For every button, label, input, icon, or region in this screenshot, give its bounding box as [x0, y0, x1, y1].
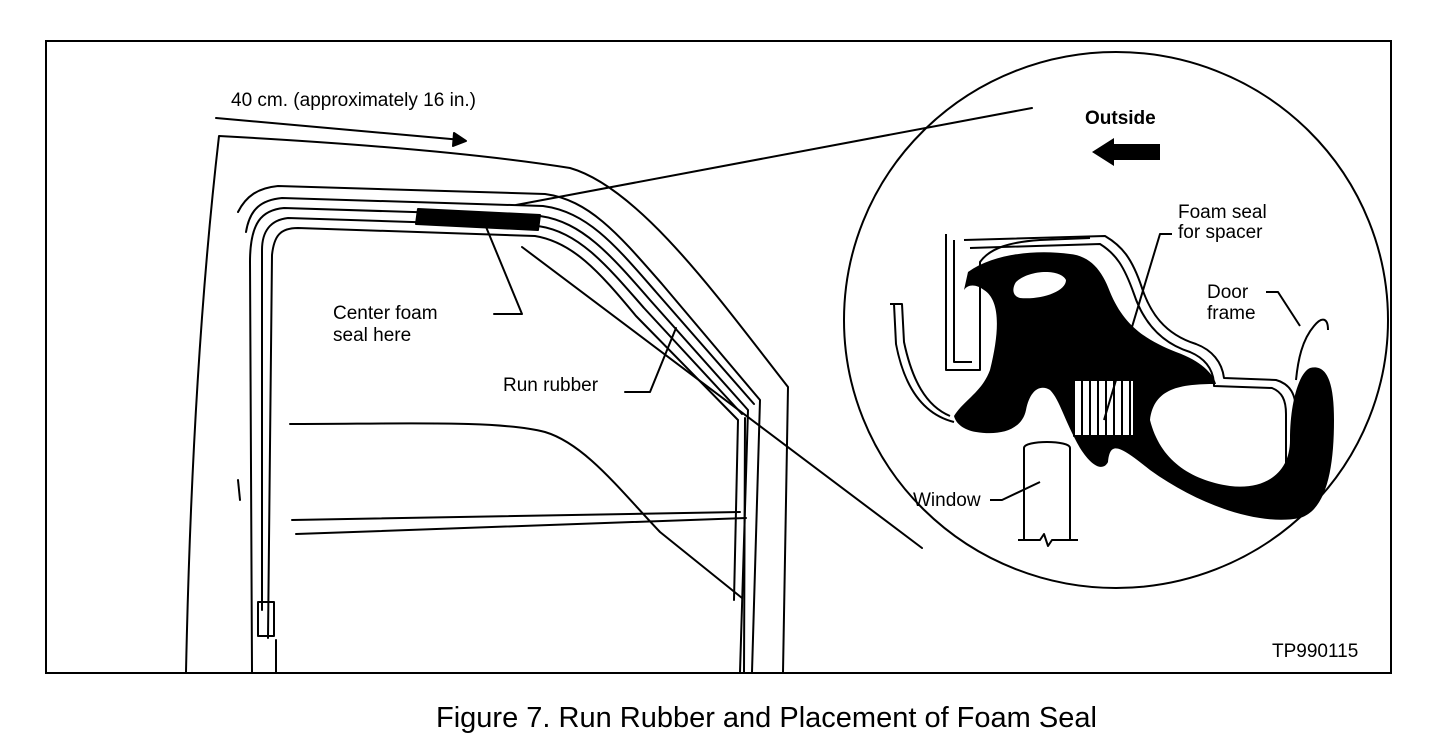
length-label: 40 cm. (approximately 16 in.) [231, 90, 476, 111]
center-foam-label-line2: seal here [333, 325, 412, 346]
window-lower-bar-2 [291, 511, 741, 521]
frame-channel [963, 235, 1297, 470]
zoom-line-top [515, 107, 1033, 206]
outside-label: Outside [1085, 108, 1156, 129]
figure-caption: Figure 7. Run Rubber and Placement of Fo… [436, 702, 1097, 734]
door-frame-leader [1266, 291, 1301, 327]
foam-spacer-label-line1: Foam seal [1178, 202, 1267, 223]
window-frame-line-3 [249, 207, 749, 673]
figure-frame [45, 40, 1392, 674]
door-frame-hook [1295, 318, 1329, 381]
cross-section [890, 138, 1334, 547]
center-foam-leader [483, 221, 523, 315]
figure-id: TP990115 [1272, 641, 1359, 662]
foam-spacer-label-line2: for spacer [1178, 222, 1263, 243]
window-leader [990, 481, 1041, 501]
foam-spacer-leader [1103, 233, 1172, 421]
inner-flange [945, 234, 1091, 371]
length-arrowhead [452, 132, 467, 147]
window-label: Window [913, 490, 981, 511]
zoom-line-bottom [521, 246, 923, 549]
door-inner-right [743, 417, 746, 673]
window-frame-outer [237, 185, 761, 673]
run-rubber-tab [257, 601, 275, 637]
window-lower-edge [289, 422, 743, 599]
foam-spacer [1073, 379, 1135, 437]
frame-channel-2 [969, 243, 1287, 470]
window-lower-bar [295, 517, 747, 535]
center-foam-label-line1: Center foam [333, 303, 438, 324]
run-rubber-tail [237, 479, 241, 501]
run-rubber-leader [624, 327, 677, 393]
run-rubber-label: Run rubber [503, 375, 599, 396]
window-opening-edge [267, 227, 739, 639]
door-frame-label-line1: Door [1207, 282, 1249, 303]
inner-flange-2 [953, 240, 972, 363]
outside-arrow [1092, 138, 1160, 166]
foam-spacer-hatch [1081, 380, 1131, 436]
center-foam-seal [415, 208, 541, 231]
outer-skin [890, 303, 951, 417]
window-break [1018, 533, 1078, 547]
weatherstrip [954, 252, 1334, 520]
window-frame-line-2 [245, 197, 755, 405]
detail-circle [843, 51, 1389, 589]
door-outer-panel [185, 135, 789, 673]
window-glass [1023, 441, 1071, 540]
length-arrow-line [215, 117, 463, 141]
run-rubber-strip [261, 217, 743, 611]
door-frame-label-line2: frame [1207, 303, 1256, 324]
weatherstrip-notch [1013, 271, 1066, 299]
outer-skin-2 [893, 303, 955, 423]
